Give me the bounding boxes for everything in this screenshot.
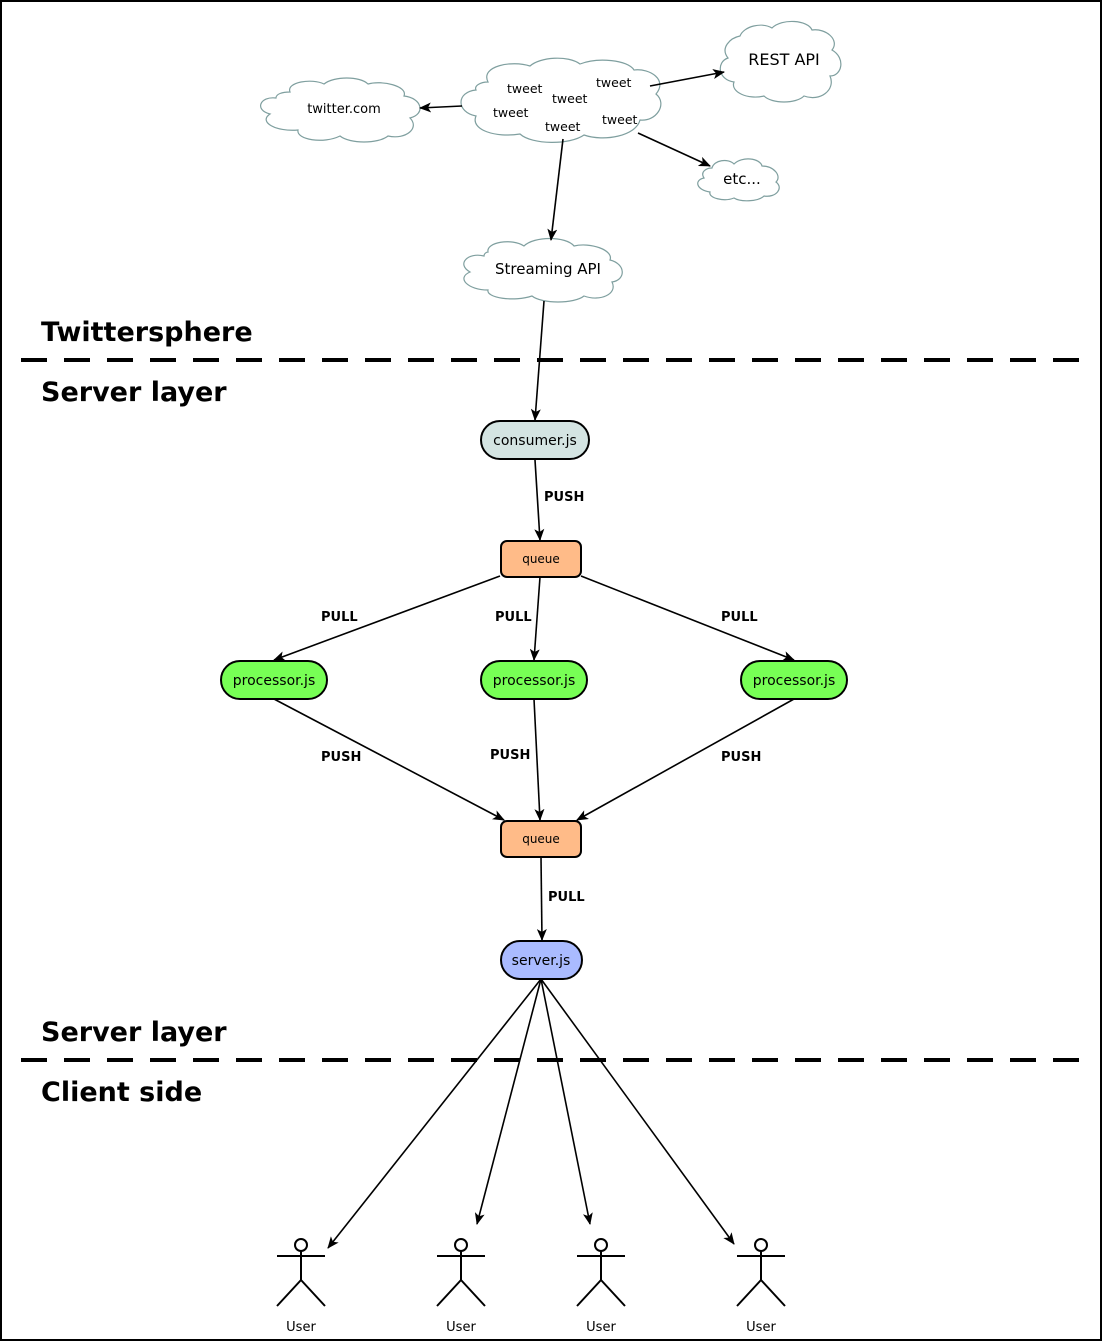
processor-left-label: processor.js — [233, 673, 315, 689]
edge-tweets-to-etc — [637, 132, 711, 167]
edge-consumer-to-queue — [534, 459, 545, 541]
layer-label-server-bottom: Server layer — [41, 1017, 227, 1048]
edge-server-to-user-1 — [327, 978, 542, 1249]
user-head-icon — [294, 1238, 308, 1252]
edge-queue-to-server — [536, 856, 547, 941]
etc-label: etc... — [723, 170, 761, 188]
edge-processor-mid-to-queue — [533, 698, 545, 821]
tweet-text: tweet — [545, 119, 581, 134]
tweet-text: tweet — [507, 81, 543, 96]
processor-mid-label: processor.js — [493, 673, 575, 689]
tweet-text: tweet — [493, 105, 529, 120]
queue-bottom-node: queue — [500, 820, 582, 858]
streaming-api-label: Streaming API — [495, 260, 601, 278]
layer-label-server-top: Server layer — [41, 377, 227, 408]
rest-api-label: REST API — [748, 50, 820, 69]
twitter-com-label: twitter.com — [307, 102, 381, 117]
edge-label-pull: PULL — [321, 610, 358, 625]
processor-mid-node: processor.js — [480, 660, 588, 700]
edge-label-pull: PULL — [495, 610, 532, 625]
user-head-icon — [754, 1238, 768, 1252]
edge-queue-to-processor-right — [580, 575, 795, 661]
edge-streaming-to-consumer — [530, 300, 545, 421]
edge-label-pull: PULL — [721, 610, 758, 625]
user-actor-4: User — [736, 1238, 786, 1335]
edge-tweets-to-twitter-com — [419, 102, 463, 113]
edge-queue-to-processor-left — [273, 575, 501, 661]
edge-tweets-to-rest-api — [649, 69, 725, 87]
user-head-icon — [594, 1238, 608, 1252]
queue-bottom-shape — [500, 820, 582, 858]
tweet-text: tweet — [602, 112, 638, 127]
processor-left-shape — [220, 660, 328, 700]
consumer-label: consumer.js — [493, 433, 577, 449]
consumer-node: consumer.js — [480, 420, 590, 460]
processor-mid-shape — [480, 660, 588, 700]
server-label: server.js — [512, 953, 571, 969]
streaming-api-cloud: Streaming API — [463, 237, 623, 303]
tweet-cloud: tweet tweet tweet tweet tweet tweet — [460, 57, 662, 143]
user-label: User — [446, 1320, 476, 1335]
edge-label-push: PUSH — [490, 748, 530, 763]
user-actor-3: User — [576, 1238, 626, 1335]
user-label: User — [286, 1320, 316, 1335]
user-body-icon — [436, 1251, 486, 1307]
edge-label-push: PUSH — [544, 490, 584, 505]
user-body-icon — [736, 1251, 786, 1307]
consumer-shape — [480, 420, 590, 460]
processor-left-node: processor.js — [220, 660, 328, 700]
edge-server-to-user-3 — [540, 978, 593, 1225]
layer-label-client: Client side — [41, 1077, 202, 1108]
user-body-icon — [276, 1251, 326, 1307]
edge-label-pull: PULL — [548, 890, 585, 905]
tweet-text: tweet — [552, 91, 588, 106]
user-actor-2: User — [436, 1238, 486, 1335]
processor-right-label: processor.js — [753, 673, 835, 689]
server-node: server.js — [500, 940, 583, 980]
edge-label-push: PUSH — [721, 750, 761, 765]
user-body-icon — [576, 1251, 626, 1307]
queue-top-label: queue — [522, 552, 560, 566]
server-shape — [500, 940, 583, 980]
edge-processor-left-to-queue — [273, 698, 505, 821]
edge-tweets-to-streaming-api — [547, 138, 564, 241]
edge-processor-right-to-queue — [576, 698, 795, 821]
etc-cloud: etc... — [697, 158, 780, 202]
processor-right-node: processor.js — [740, 660, 848, 700]
user-actor-1: User — [276, 1238, 326, 1335]
edge-label-push: PUSH — [321, 750, 361, 765]
user-label: User — [746, 1320, 776, 1335]
edge-queue-to-processor-mid — [529, 576, 541, 661]
processor-right-shape — [740, 660, 848, 700]
tweet-text: tweet — [596, 75, 632, 90]
queue-bottom-label: queue — [522, 832, 560, 846]
user-head-icon — [454, 1238, 468, 1252]
queue-top-shape — [500, 540, 582, 578]
user-label: User — [586, 1320, 616, 1335]
edge-server-to-user-2 — [474, 978, 542, 1225]
twitter-com-cloud: twitter.com — [260, 77, 421, 143]
layer-label-twittersphere: Twittersphere — [41, 317, 253, 348]
edge-server-to-user-4 — [540, 978, 735, 1245]
queue-top-node: queue — [500, 540, 582, 578]
